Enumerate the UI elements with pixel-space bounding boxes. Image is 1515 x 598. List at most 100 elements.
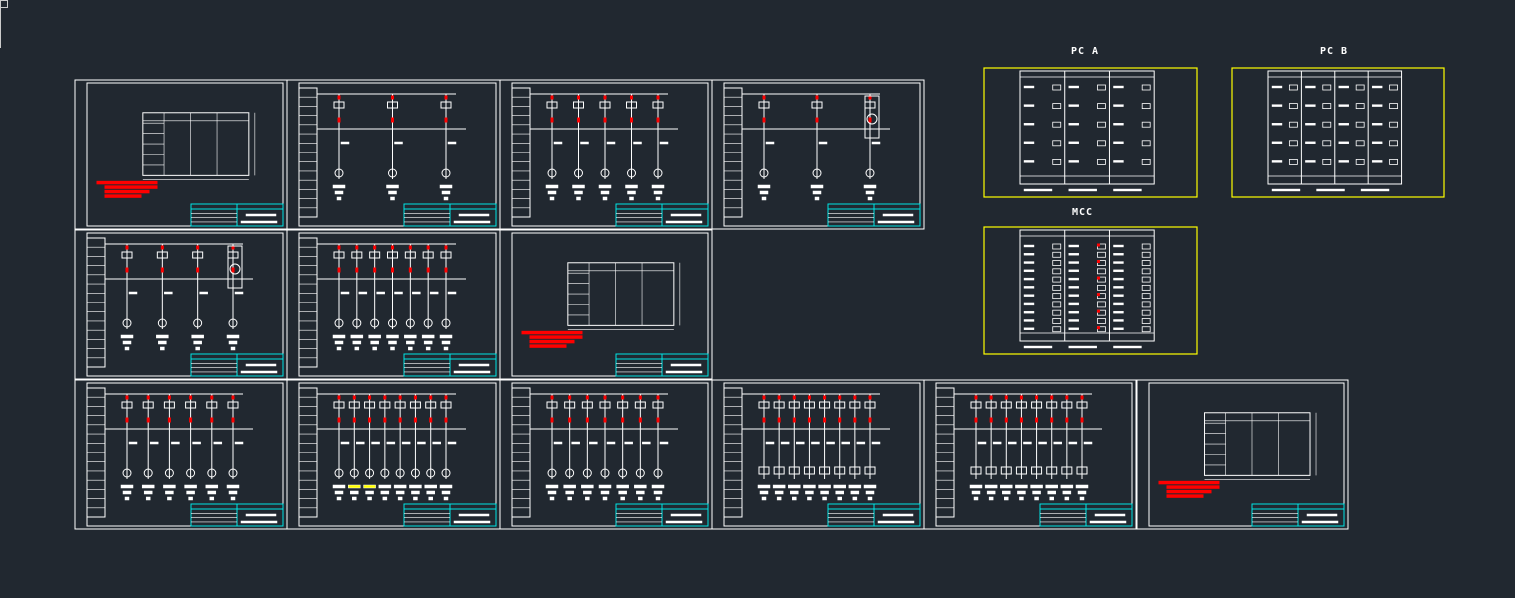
drawer-label xyxy=(1113,319,1124,322)
breaker-symbol xyxy=(652,101,664,109)
current-transformer-marker xyxy=(231,267,235,273)
load-id-text xyxy=(602,496,608,501)
breaker-symbol xyxy=(440,101,452,109)
load-id-text xyxy=(443,496,449,501)
load-box-symbol xyxy=(970,466,982,475)
drawer-label xyxy=(1068,244,1079,248)
current-transformer-marker xyxy=(656,417,660,423)
drawing-sheet-7 xyxy=(499,229,713,380)
load-id-text xyxy=(397,496,403,501)
breaker-symbol xyxy=(599,101,611,109)
breaker-marker xyxy=(231,395,235,400)
load-rating-text xyxy=(441,490,451,495)
drawer-unit xyxy=(1322,121,1332,128)
panel-caption-text xyxy=(1113,345,1142,349)
indicator-red xyxy=(1096,260,1100,264)
drawer-unit xyxy=(1052,103,1062,109)
current-transformer-marker xyxy=(630,117,633,123)
current-transformer-marker xyxy=(1019,417,1023,423)
panel-caption-text xyxy=(1023,345,1053,349)
drawer-label xyxy=(1023,277,1035,281)
drawer-label xyxy=(1023,244,1035,248)
drawer-label xyxy=(1371,104,1383,107)
load-rating-text xyxy=(441,340,451,345)
motor-symbol xyxy=(122,468,132,478)
sheet-border xyxy=(74,79,288,230)
load-rating-text xyxy=(122,490,132,495)
load-box-symbol xyxy=(1031,466,1043,475)
drawing-number-text xyxy=(877,520,915,524)
sheet-inner-frame xyxy=(298,382,497,527)
drawer-label xyxy=(1113,104,1124,107)
sheet-border xyxy=(1136,379,1349,530)
load-rating-text xyxy=(388,190,397,195)
drawer-unit xyxy=(1141,284,1151,291)
load-rating-text xyxy=(547,190,557,195)
drawing-title-text xyxy=(245,363,277,367)
breaker-marker xyxy=(638,395,642,400)
load-rating-text xyxy=(352,340,362,345)
sheet-inner-frame xyxy=(86,82,284,227)
note-text xyxy=(104,194,142,198)
current-transformer-marker xyxy=(568,417,572,423)
load-name-text xyxy=(757,184,771,189)
motor-symbol xyxy=(352,318,362,328)
load-rating-text xyxy=(441,190,451,195)
load-box-symbol xyxy=(758,466,770,475)
feeder-label xyxy=(606,141,616,145)
current-transformer-marker xyxy=(391,267,394,273)
drawer-unit xyxy=(1288,121,1298,128)
drawing-sheet-8 xyxy=(74,379,288,530)
load-box-symbol xyxy=(834,466,846,475)
load-id-text xyxy=(382,496,388,501)
drawer-unit xyxy=(1097,84,1106,91)
breaker-marker xyxy=(853,395,857,400)
load-rating-text xyxy=(380,490,390,495)
load-id-text xyxy=(413,496,418,501)
breaker-marker xyxy=(550,95,554,100)
current-transformer-marker xyxy=(838,417,842,423)
load-box-symbol xyxy=(819,466,831,475)
ucs-axis-line xyxy=(0,6,1,48)
drawer-label xyxy=(1068,160,1079,163)
current-transformer-marker xyxy=(621,417,625,423)
load-name-text xyxy=(156,334,169,339)
load-id-text xyxy=(160,346,165,351)
load-rating-text xyxy=(1017,490,1026,495)
motor-symbol xyxy=(635,468,645,478)
motor-symbol xyxy=(574,168,583,178)
load-rating-text xyxy=(388,340,397,345)
load-rating-text xyxy=(1047,490,1056,495)
load-rating-text xyxy=(636,490,645,495)
breaker-symbol xyxy=(1015,401,1027,409)
drawing-number-text xyxy=(240,370,278,374)
motor-symbol xyxy=(600,168,610,178)
feeder-label xyxy=(376,291,385,295)
drawer-unit xyxy=(1141,309,1151,316)
load-rating-text xyxy=(186,490,195,495)
breaker-symbol xyxy=(142,401,154,409)
load-rating-text xyxy=(334,490,344,495)
note-text xyxy=(104,185,158,189)
feeder-label xyxy=(412,291,421,295)
feeder-label xyxy=(841,441,850,445)
breaker-marker xyxy=(621,395,625,400)
load-id-text xyxy=(188,496,193,501)
breaker-marker xyxy=(125,245,129,250)
feeder-label xyxy=(1068,441,1078,445)
motor-symbol xyxy=(395,468,405,478)
drawer-label xyxy=(1271,85,1283,89)
load-id-text xyxy=(425,346,431,351)
drawing-number-text xyxy=(240,220,278,224)
load-box-symbol xyxy=(1015,466,1027,475)
breaker-marker xyxy=(146,395,150,400)
breaker-symbol xyxy=(573,101,584,109)
drawer-unit xyxy=(1052,318,1062,324)
drawer-label xyxy=(1338,141,1349,145)
drawing-title-text xyxy=(1306,513,1338,517)
feeder-label xyxy=(977,441,987,445)
motor-symbol xyxy=(380,468,390,478)
feeder-label xyxy=(811,441,820,445)
load-box-symbol xyxy=(985,466,997,475)
